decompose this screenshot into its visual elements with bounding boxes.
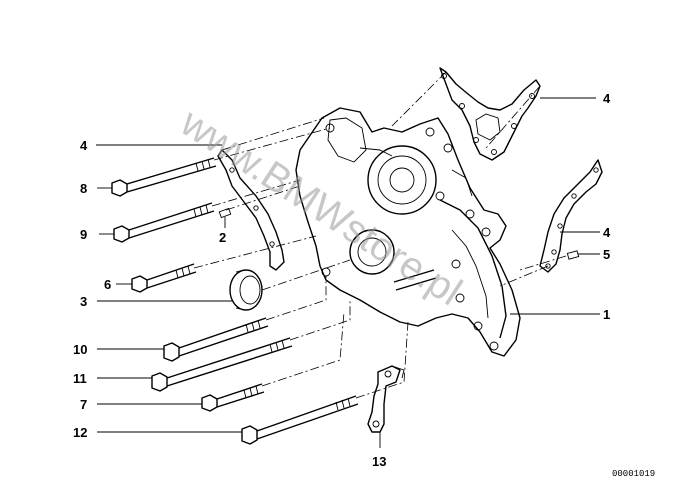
callout-2: 2 [219, 230, 226, 245]
callout-1: 1 [603, 307, 610, 322]
callout-labels: 4 8 9 2 6 3 10 11 7 12 13 4 4 5 1 [73, 91, 611, 469]
dowel-pin-2 [218, 207, 232, 219]
pin-cover [393, 269, 437, 291]
callout-13: 13 [372, 454, 386, 469]
callout-10: 10 [73, 342, 87, 357]
callout-9: 9 [80, 227, 87, 242]
callout-6: 6 [104, 277, 111, 292]
watermark: www.BMWstore.pl [172, 100, 469, 314]
callout-4-top-right: 4 [603, 91, 611, 106]
upper-gasket [439, 67, 541, 161]
seal-ring-3 [229, 269, 263, 311]
timing-cover [295, 107, 521, 357]
document-number: 00001019 [612, 469, 655, 479]
bolt-11 [151, 337, 293, 392]
bracket-13 [367, 365, 405, 433]
callout-5: 5 [603, 247, 610, 262]
bolt-10 [163, 317, 269, 362]
dowel-pin-5 [566, 250, 580, 260]
callout-12: 12 [73, 425, 87, 440]
side-gasket [539, 159, 603, 273]
bolt-9 [113, 202, 215, 243]
bolt-12 [241, 395, 359, 445]
bolt-7 [201, 383, 265, 412]
callout-11: 11 [73, 371, 87, 386]
callout-7: 7 [80, 397, 87, 412]
bolt-8 [111, 157, 217, 197]
bolt-6 [131, 263, 197, 293]
callout-4-left: 4 [80, 138, 88, 153]
leader-lines [96, 97, 600, 448]
front-gasket [217, 149, 285, 271]
assembly-lines [193, 71, 567, 399]
callout-4-right: 4 [603, 225, 611, 240]
callout-8: 8 [80, 181, 87, 196]
callout-3: 3 [80, 294, 87, 309]
